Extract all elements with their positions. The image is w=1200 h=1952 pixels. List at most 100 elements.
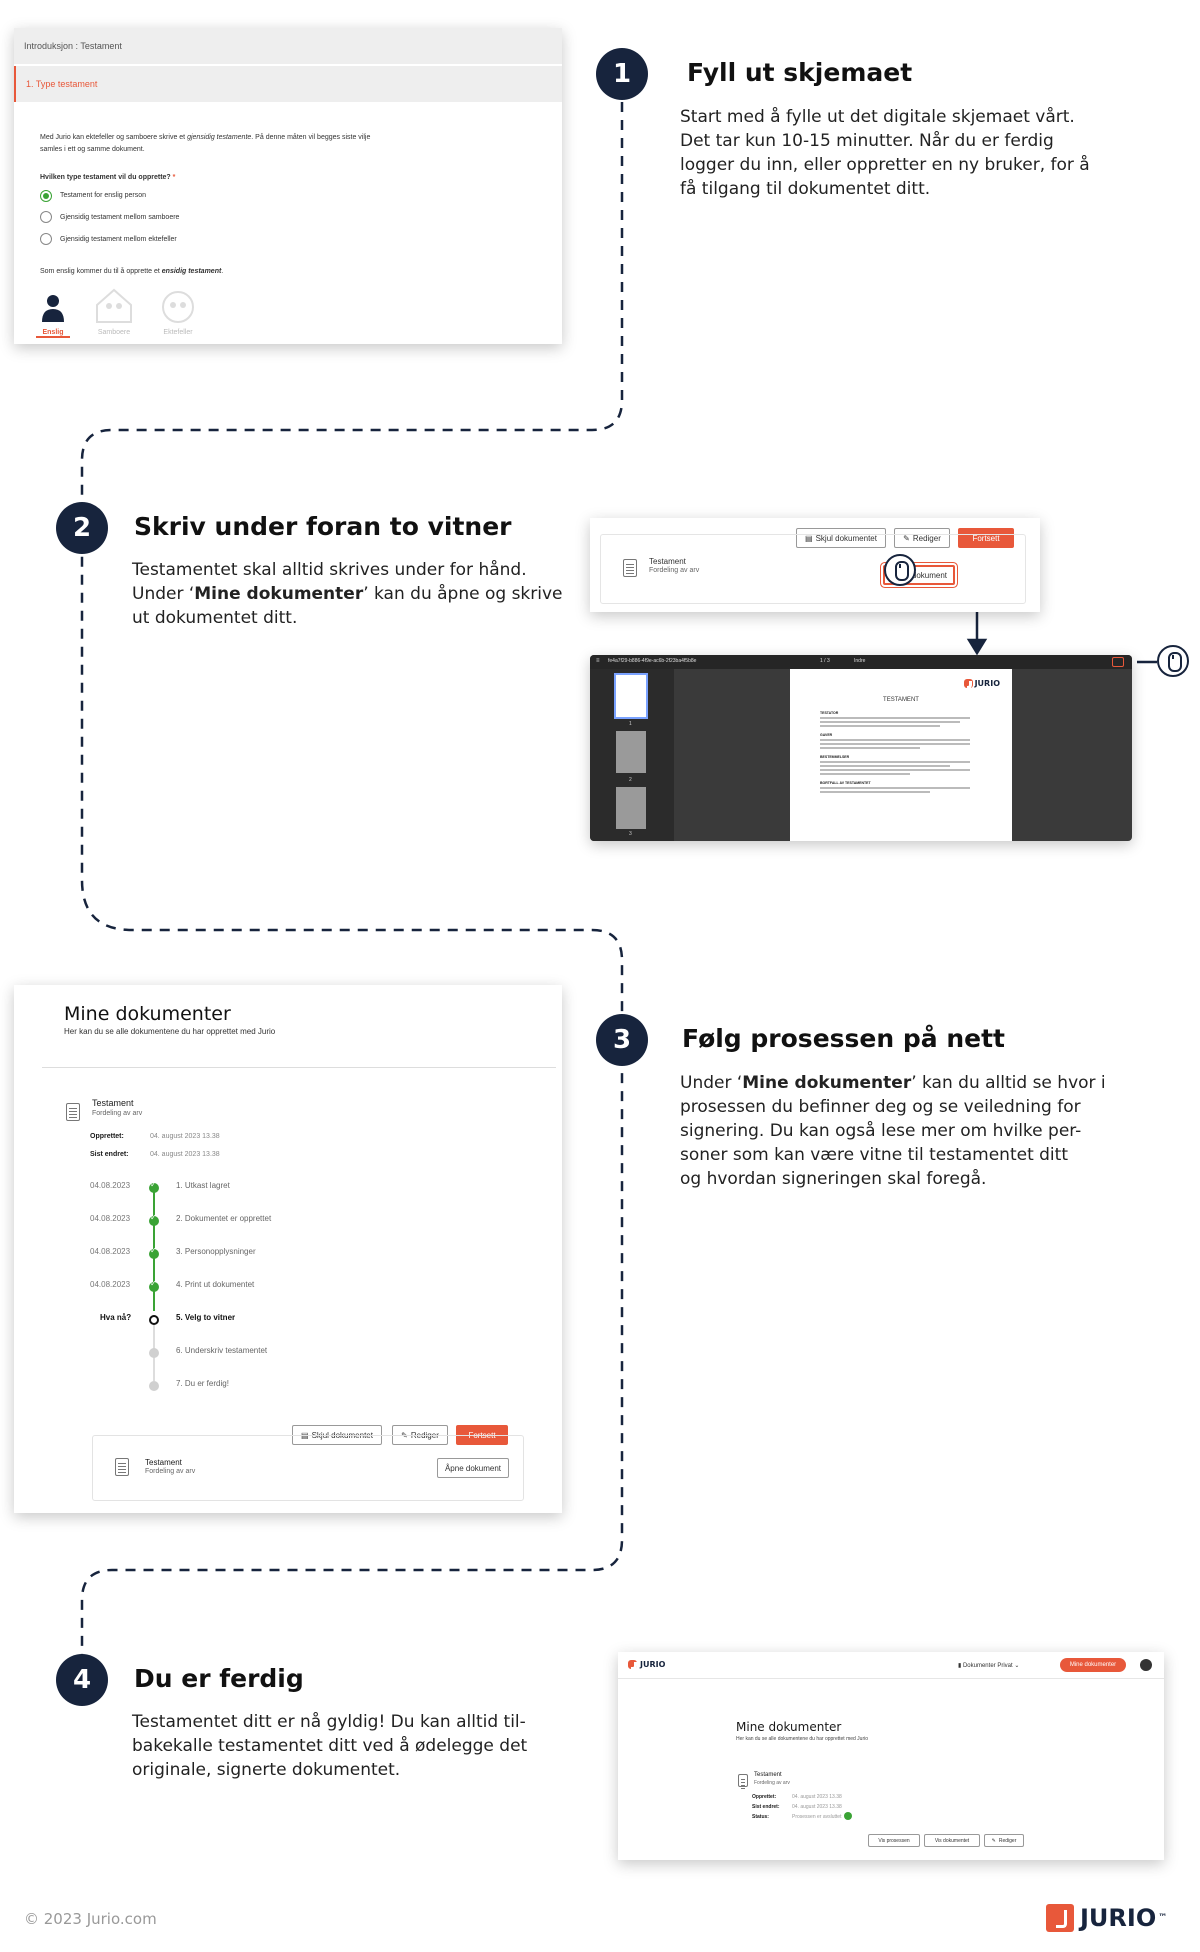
pdf-logo: JURIO	[963, 679, 1000, 689]
step-3-body: Under ‘Mine dokumenter’ kan du alltid se…	[680, 1073, 1106, 1189]
pencil-icon: ✎	[903, 533, 910, 543]
step-4-number: 4	[56, 1654, 108, 1706]
status-badge	[844, 1812, 852, 1820]
status-value: Prosessen er avsluttet	[792, 1814, 842, 1820]
option-label: Gjensidig testament mellom ektefeller	[60, 236, 177, 243]
doc-subtitle: Fordeling av arv	[649, 567, 700, 574]
page-subtitle: Her kan du se alle dokumentene du har op…	[64, 1027, 276, 1036]
pdf-viewer: ≡ fe4a7f29-b886-4f9e-ac6b-2f23ba4f5b8e 1…	[590, 655, 1132, 841]
status-label: Status:	[752, 1814, 769, 1820]
step-1-number: 1	[596, 48, 648, 100]
step-2-body: Testamentet skal alltid skrives under fo…	[132, 560, 563, 628]
divider	[42, 1067, 556, 1068]
note-text: Som enslig kommer du til å opprette et e…	[40, 268, 224, 275]
thumbnail-page-3[interactable]	[616, 787, 646, 829]
show-document-button[interactable]: Vis dokumentet	[924, 1834, 980, 1847]
mouse-click-icon	[1157, 645, 1189, 677]
pdf-zoom[interactable]: Indre	[854, 658, 866, 664]
pencil-icon: ✎	[991, 1837, 996, 1844]
document-icon	[66, 1103, 80, 1121]
option-label: Gjensidig testament mellom samboere	[60, 214, 180, 221]
created-value: 04. august 2023 13.38	[792, 1794, 842, 1800]
question-label: Hvilken type testament vil du opprette? …	[40, 174, 176, 181]
step-4-body: Testamentet ditt er nå gyldig! Du kan al…	[132, 1712, 528, 1780]
edit-button[interactable]: ✎Rediger	[894, 528, 950, 548]
jurio-logo-icon	[963, 679, 973, 689]
timeline-label: 1. Utkast lagret	[176, 1181, 230, 1190]
pdf-page: JURIO TESTAMENT TESTATOR GAVER BESTEMMEL…	[790, 669, 1012, 841]
timeline-label: 7. Du er ferdig!	[176, 1379, 229, 1388]
thumb-number: 3	[629, 831, 632, 837]
thumbnail-page-1[interactable]	[614, 673, 648, 719]
app-logo: JURIO	[628, 1660, 665, 1670]
show-process-button[interactable]: Vis prosessen	[868, 1834, 920, 1847]
download-button[interactable]	[1112, 657, 1124, 667]
finished-screenshot-card: JURIO ▮ Dokumenter Privat ⌄ Mine dokumen…	[618, 1652, 1164, 1860]
timeline-step-done	[149, 1213, 159, 1226]
user-menu[interactable]: ▮ Dokumenter Privat ⌄	[958, 1663, 1020, 1669]
thumb-number: 2	[629, 777, 632, 783]
pdf-toolbar: ≡ fe4a7f29-b886-4f9e-ac6b-2f23ba4f5b8e 1…	[590, 655, 1132, 669]
person-icon	[42, 295, 64, 322]
timeline-date: 04.08.2023	[90, 1214, 131, 1223]
changed-label: Sist endret:	[90, 1151, 129, 1158]
timeline-step-done	[149, 1180, 159, 1193]
thumb-number: 1	[629, 721, 632, 727]
step-1-title: Fyll ut skjemaet	[687, 58, 913, 87]
doc-subtitle: Fordeling av arv	[754, 1780, 790, 1786]
step-2-number: 2	[56, 502, 108, 554]
edit-button[interactable]: ✎Rediger	[984, 1834, 1024, 1847]
persona-ektefeller[interactable]: Ektefeller	[158, 286, 198, 336]
timeline-step-todo	[149, 1381, 159, 1391]
pdf-heading: TESTAMENT	[883, 697, 919, 703]
document-icon	[623, 559, 637, 577]
step-4-title: Du er ferdig	[134, 1664, 304, 1693]
page-title: Mine dokumenter	[736, 1720, 842, 1734]
continue-button[interactable]: Fortsett	[958, 528, 1014, 548]
settings-icon[interactable]	[1140, 1659, 1152, 1671]
radio-ektefeller[interactable]	[40, 233, 52, 245]
persona-label: Samboere	[97, 329, 131, 336]
timeline-date: Hva nå?	[100, 1313, 132, 1322]
timeline-label: 3. Personopplysninger	[176, 1247, 256, 1256]
doc-subtitle: Fordeling av arv	[92, 1110, 143, 1117]
open-document-button[interactable]: Åpne dokument	[437, 1458, 509, 1478]
menu-icon[interactable]: ≡	[596, 658, 600, 664]
persona-label: Enslig	[36, 329, 70, 338]
option-label: Testament for enslig person	[60, 192, 146, 199]
step-3-title: Følg prosessen på nett	[682, 1024, 1005, 1053]
form-screenshot-card: Introduksjon : Testament 1. Type testame…	[14, 28, 562, 344]
persona-enslig[interactable]: Enslig	[36, 292, 70, 338]
doc-title: Testament	[92, 1098, 134, 1108]
my-documents-button[interactable]: Mine dokumenter	[1060, 1658, 1126, 1672]
doc-title: Testament	[649, 557, 686, 566]
breadcrumb: Introduksjon : Testament	[14, 28, 562, 64]
step-1-body: Start med å fylle ut det digitale skjema…	[680, 107, 1090, 199]
created-label: Opprettet:	[752, 1794, 777, 1800]
timeline-label: 6. Underskriv testamentet	[176, 1346, 268, 1355]
thumbnail-page-2[interactable]	[616, 731, 646, 773]
document-row-card: ▤Skjul dokumentet ✎Rediger Fortsett Test…	[590, 518, 1040, 612]
radio-enslig[interactable]	[40, 190, 52, 202]
changed-value: 04. august 2023 13.38	[150, 1151, 220, 1158]
timeline-date: 04.08.2023	[90, 1181, 131, 1190]
jurio-logo-icon	[628, 1660, 637, 1670]
persona-samboere[interactable]: Samboere	[94, 286, 134, 336]
page-subtitle: Her kan du se alle dokumentene du har op…	[736, 1736, 869, 1742]
doc-title: Testament	[754, 1772, 782, 1778]
document-box: Testament Fordeling av arv Åpne dokument	[92, 1435, 524, 1501]
doc-subtitle: Fordeling av arv	[145, 1468, 196, 1475]
timeline-step-done	[149, 1279, 159, 1292]
created-value: 04. august 2023 13.38	[150, 1133, 220, 1140]
radio-samboere[interactable]	[40, 211, 52, 223]
hide-document-button[interactable]: ▤Skjul dokumentet	[796, 528, 886, 548]
document-icon: ▤	[805, 533, 813, 543]
pdf-section: BORTFALL AV TESTAMENTET	[820, 781, 871, 785]
timeline-step-done	[149, 1246, 159, 1259]
breadcrumb-text: Introduksjon : Testament	[24, 41, 122, 51]
timeline-date: 04.08.2023	[90, 1247, 131, 1256]
timeline-label: 4. Print ut dokumentet	[176, 1280, 255, 1289]
pdf-section: GAVER	[820, 733, 833, 737]
timeline-label: 5. Velg to vitner	[176, 1313, 236, 1322]
timeline-step-todo	[149, 1348, 159, 1358]
